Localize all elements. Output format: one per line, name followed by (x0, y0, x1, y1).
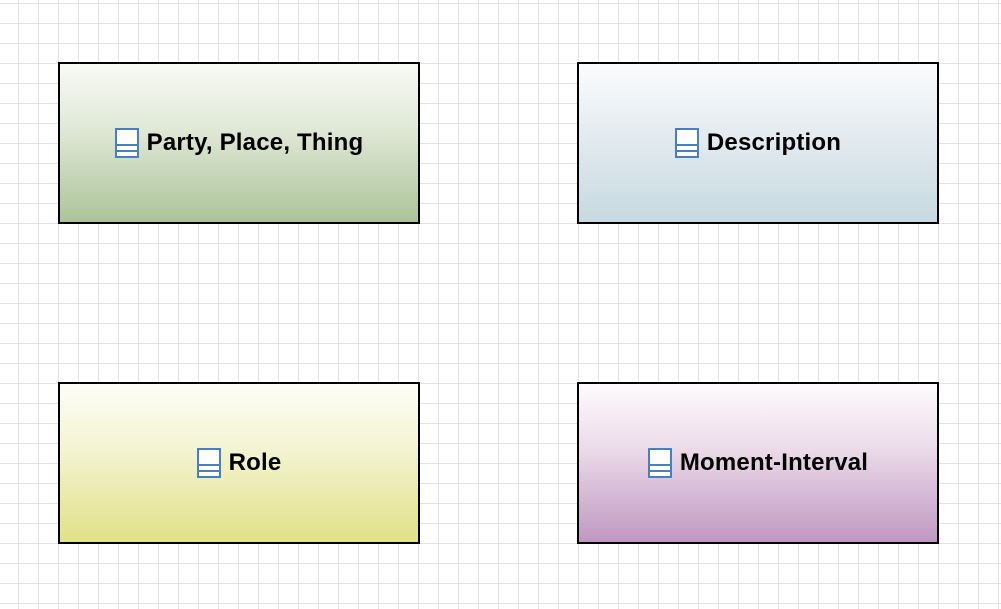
class-node-label: Moment-Interval (679, 449, 869, 476)
uml-class-icon (196, 448, 221, 478)
class-node-label: Description (706, 129, 842, 156)
class-node-role[interactable]: Role (58, 382, 420, 544)
class-node-header: Party, Place, Thing (114, 128, 364, 158)
uml-class-icon (647, 448, 672, 478)
class-node-party-place-thing[interactable]: Party, Place, Thing (58, 62, 420, 224)
class-node-header: Role (196, 448, 282, 478)
class-node-description[interactable]: Description (577, 62, 939, 224)
class-node-label: Party, Place, Thing (146, 129, 364, 156)
uml-class-icon (674, 128, 699, 158)
class-node-moment-interval[interactable]: Moment-Interval (577, 382, 939, 544)
uml-class-icon (114, 128, 139, 158)
class-node-label: Role (228, 449, 282, 476)
class-node-header: Description (674, 128, 842, 158)
class-node-header: Moment-Interval (647, 448, 869, 478)
